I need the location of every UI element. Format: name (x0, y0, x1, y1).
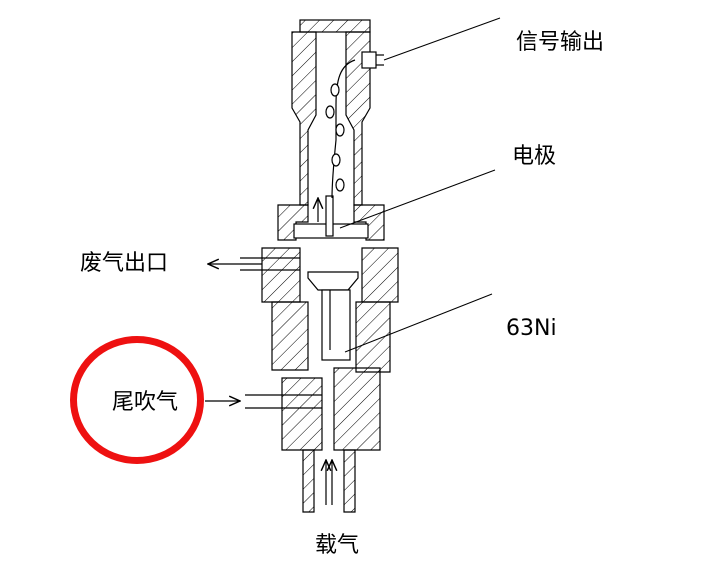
inlet-wall-right (343, 449, 356, 513)
signal-wire (331, 59, 356, 199)
leader-electrode (339, 169, 496, 229)
bubble (325, 105, 335, 119)
lower-sleeve-right (355, 301, 391, 373)
base-left (281, 377, 323, 451)
label-electrode: 电极 (512, 144, 557, 169)
bubble (335, 178, 345, 192)
exhaust-body-left (261, 247, 301, 303)
leader-signal (383, 17, 501, 61)
base-right (333, 367, 381, 451)
lower-sleeve-left (271, 301, 309, 371)
bubble (330, 83, 340, 97)
top-cap (299, 19, 371, 33)
label-signal-output: 信号输出 (516, 30, 605, 55)
mid-flange-left (277, 204, 309, 241)
inlet-wall-left (302, 449, 315, 513)
bubble (331, 153, 341, 167)
highlight-circle (70, 336, 204, 464)
ion-chamber (321, 289, 351, 361)
electrode-stem (325, 195, 334, 237)
mid-flange-right (353, 204, 385, 241)
exhaust-body-right (361, 247, 399, 303)
leader-ni63 (344, 293, 493, 353)
label-ni63: 63Ni (506, 316, 557, 341)
cone-insert (307, 271, 359, 291)
label-exhaust-outlet: 废气出口 (80, 251, 169, 276)
bubble (335, 123, 345, 137)
label-carrier-gas: 载气 (315, 533, 360, 558)
signal-pin (361, 51, 377, 69)
label-tail-purge-gas: 尾吹气 (112, 390, 179, 415)
upper-wall-left (291, 31, 317, 206)
